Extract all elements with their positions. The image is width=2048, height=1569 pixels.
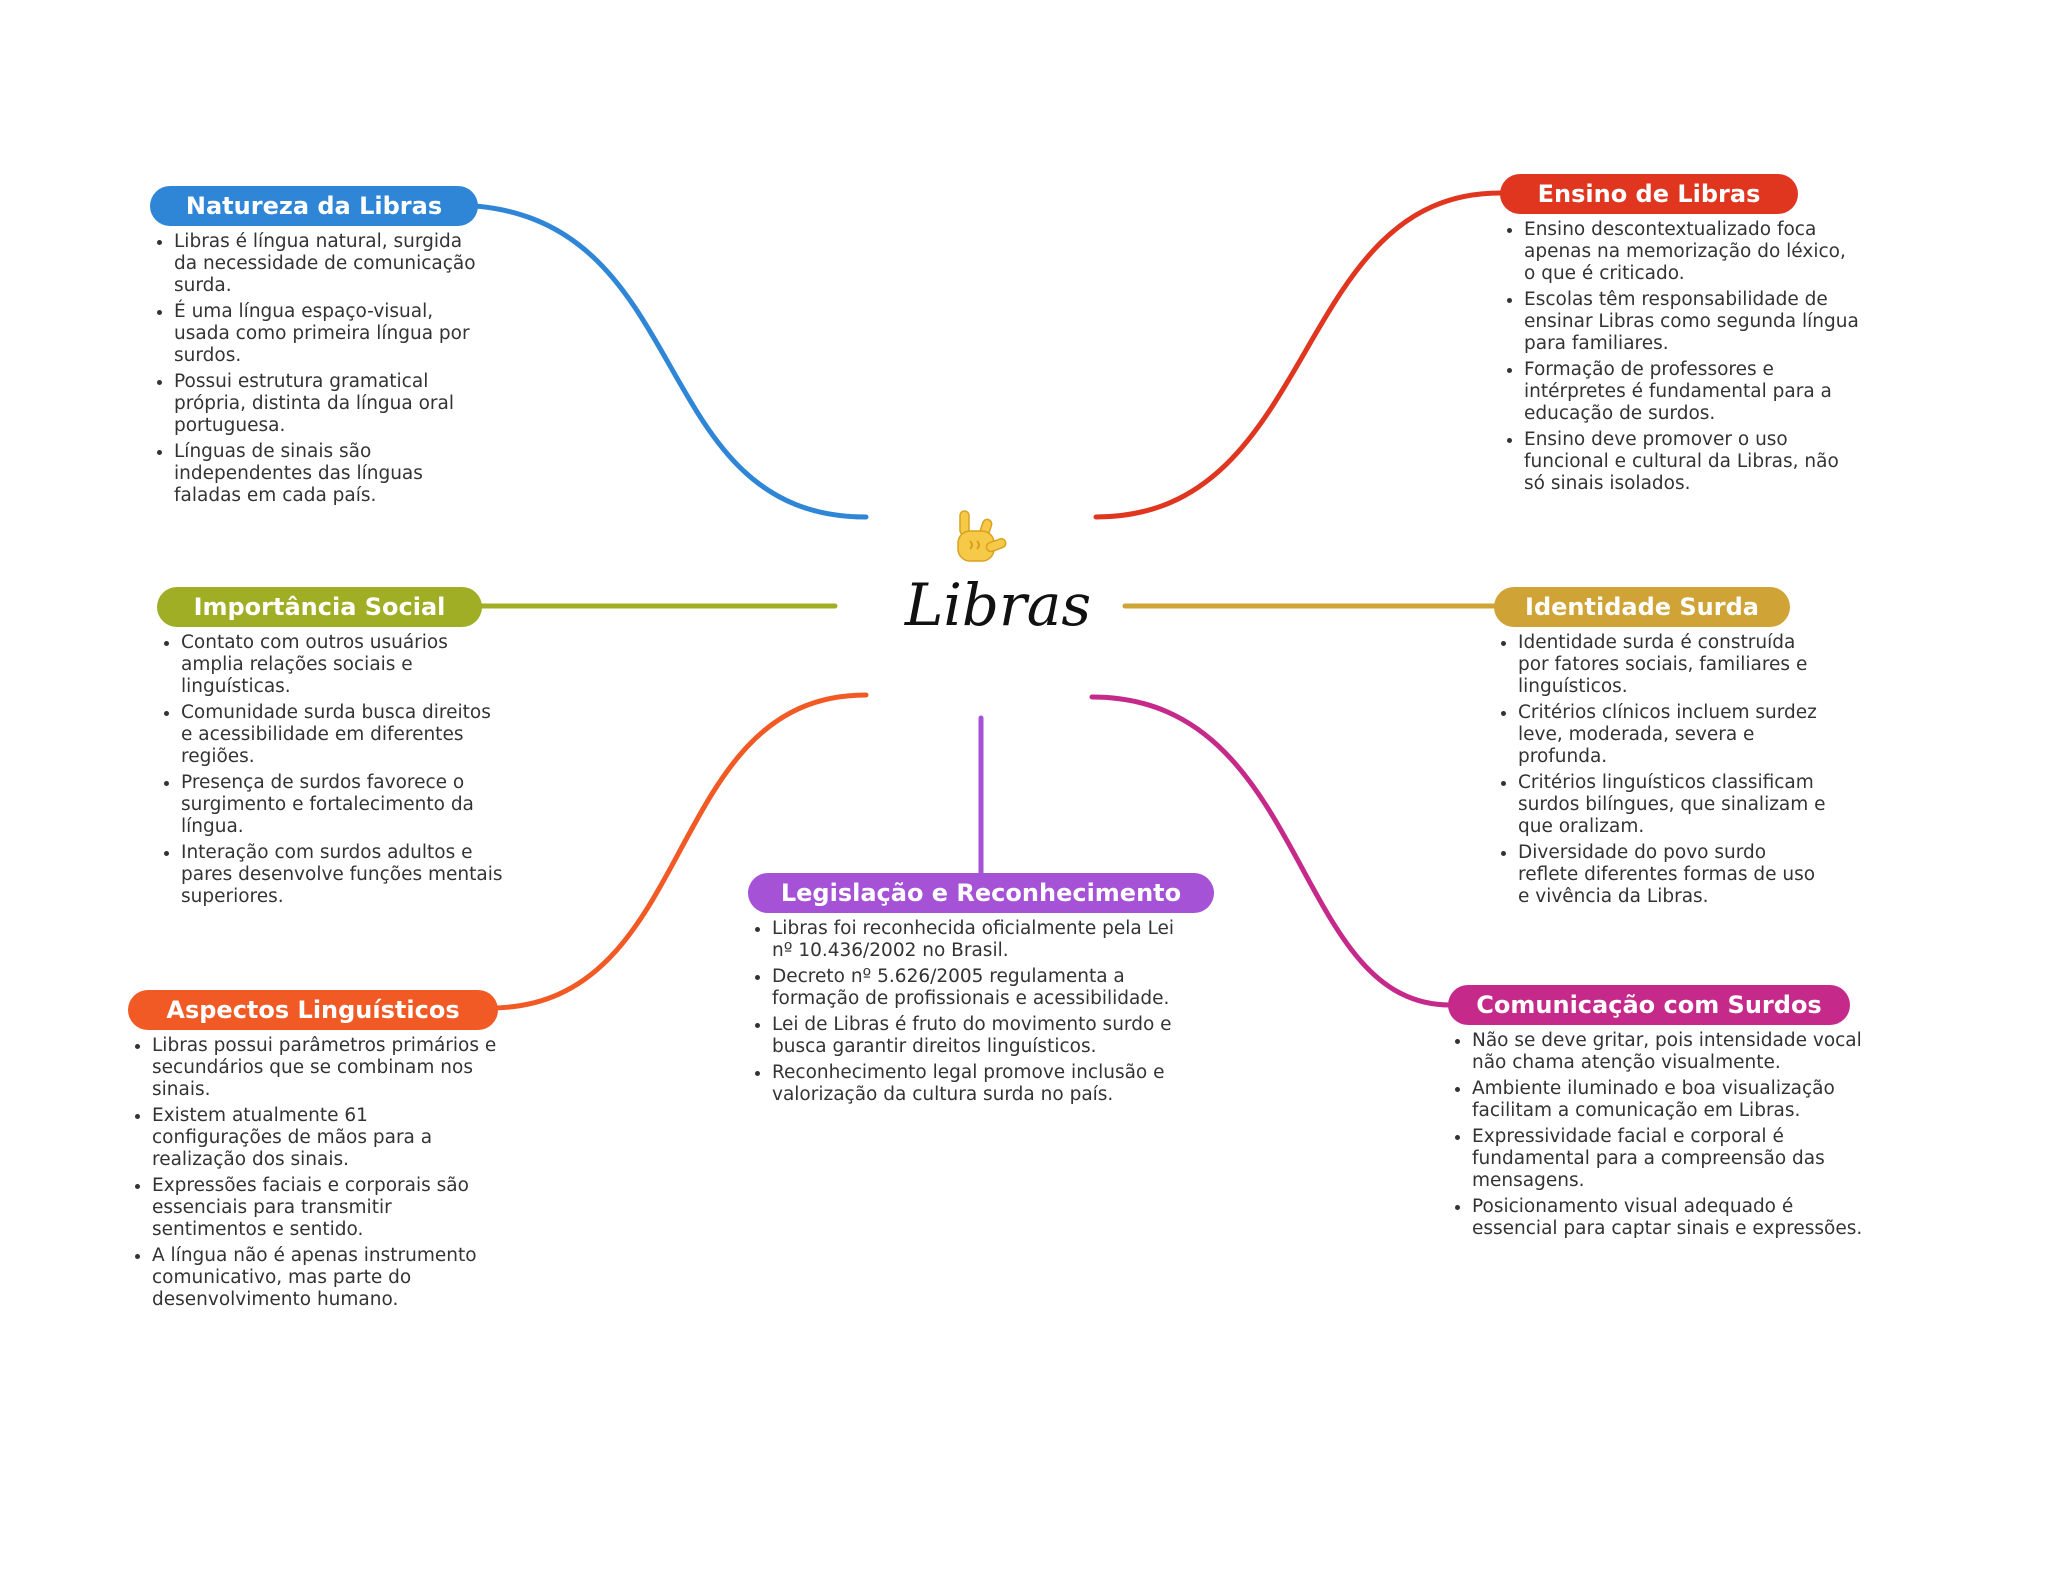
branch-ensino-list: Ensino descontextualizado foca apenas na… (1500, 219, 1859, 499)
branch-natureza-title: Natureza da Libras (150, 186, 478, 226)
list-item: Identidade surda é construída por fatore… (1518, 632, 1828, 698)
list-item: Decreto nº 5.626/2005 regulamenta a form… (772, 966, 1192, 1010)
list-item: Libras foi reconhecida oficialmente pela… (772, 918, 1192, 962)
list-item: A língua não é apenas instrumento comuni… (152, 1245, 497, 1311)
list-item: Diversidade do povo surdo reflete difere… (1518, 842, 1828, 908)
list-item: Libras é língua natural, surgida da nece… (174, 231, 484, 297)
branch-comunicacao-list: Não se deve gritar, pois intensidade voc… (1448, 1030, 1867, 1244)
list-item: Não se deve gritar, pois intensidade voc… (1472, 1030, 1867, 1074)
list-item: Lei de Libras é fruto do movimento surdo… (772, 1014, 1192, 1058)
list-item: Possui estrutura gramatical própria, dis… (174, 371, 484, 437)
branch-ensino-title: Ensino de Libras (1500, 174, 1798, 214)
branch-comunicacao-title: Comunicação com Surdos (1448, 985, 1850, 1025)
list-item: Reconhecimento legal promove inclusão e … (772, 1062, 1192, 1106)
list-item: Presença de surdos favorece o surgimento… (181, 772, 506, 838)
branch-importancia-title: Importância Social (157, 587, 482, 627)
branch-aspectos-title: Aspectos Linguísticos (128, 990, 498, 1030)
list-item: Critérios linguísticos classificam surdo… (1518, 772, 1828, 838)
list-item: Expressões faciais e corporais são essen… (152, 1175, 497, 1241)
branch-identidade-title: Identidade Surda (1494, 587, 1790, 627)
list-item: Ensino deve promover o uso funcional e c… (1524, 429, 1859, 495)
list-item: Critérios clínicos incluem surdez leve, … (1518, 702, 1828, 768)
connector-natureza (449, 202, 869, 520)
branch-identidade-list: Identidade surda é construída por fatore… (1494, 632, 1828, 912)
list-item: Existem atualmente 61 configurações de m… (152, 1105, 497, 1171)
list-item: Interação com surdos adultos e pares des… (181, 842, 506, 908)
list-item: Formação de professores e intérpretes é … (1524, 359, 1859, 425)
connector-aspectos (487, 692, 869, 1011)
list-item: Línguas de sinais são independentes das … (174, 441, 484, 507)
branch-natureza-list: Libras é língua natural, surgida da nece… (150, 231, 484, 511)
branch-importancia-list: Contato com outros usuários amplia relaç… (157, 632, 506, 912)
list-item: Expressividade facial e corporal é funda… (1472, 1126, 1867, 1192)
list-item: Libras possui parâmetros primários e sec… (152, 1035, 497, 1101)
list-item: Escolas têm responsabilidade de ensinar … (1524, 289, 1859, 355)
list-item: Comunidade surda busca direitos e acessi… (181, 702, 506, 768)
list-item: Ensino descontextualizado foca apenas na… (1524, 219, 1859, 285)
list-item: É uma língua espaço-visual, usada como p… (174, 301, 484, 367)
sign-language-hand-icon (957, 510, 1007, 562)
list-item: Posicionamento visual adequado é essenci… (1472, 1196, 1867, 1240)
branch-legislacao-list: Libras foi reconhecida oficialmente pela… (748, 918, 1192, 1110)
list-item: Ambiente iluminado e boa visualização fa… (1472, 1078, 1867, 1122)
branch-legislacao-title: Legislação e Reconhecimento (748, 873, 1214, 913)
connector-ensino (1093, 190, 1503, 520)
central-topic: Libras (904, 571, 1092, 639)
branch-aspectos-list: Libras possui parâmetros primários e sec… (128, 1035, 497, 1315)
connector-comunicacao (1089, 694, 1453, 1008)
list-item: Contato com outros usuários amplia relaç… (181, 632, 506, 698)
